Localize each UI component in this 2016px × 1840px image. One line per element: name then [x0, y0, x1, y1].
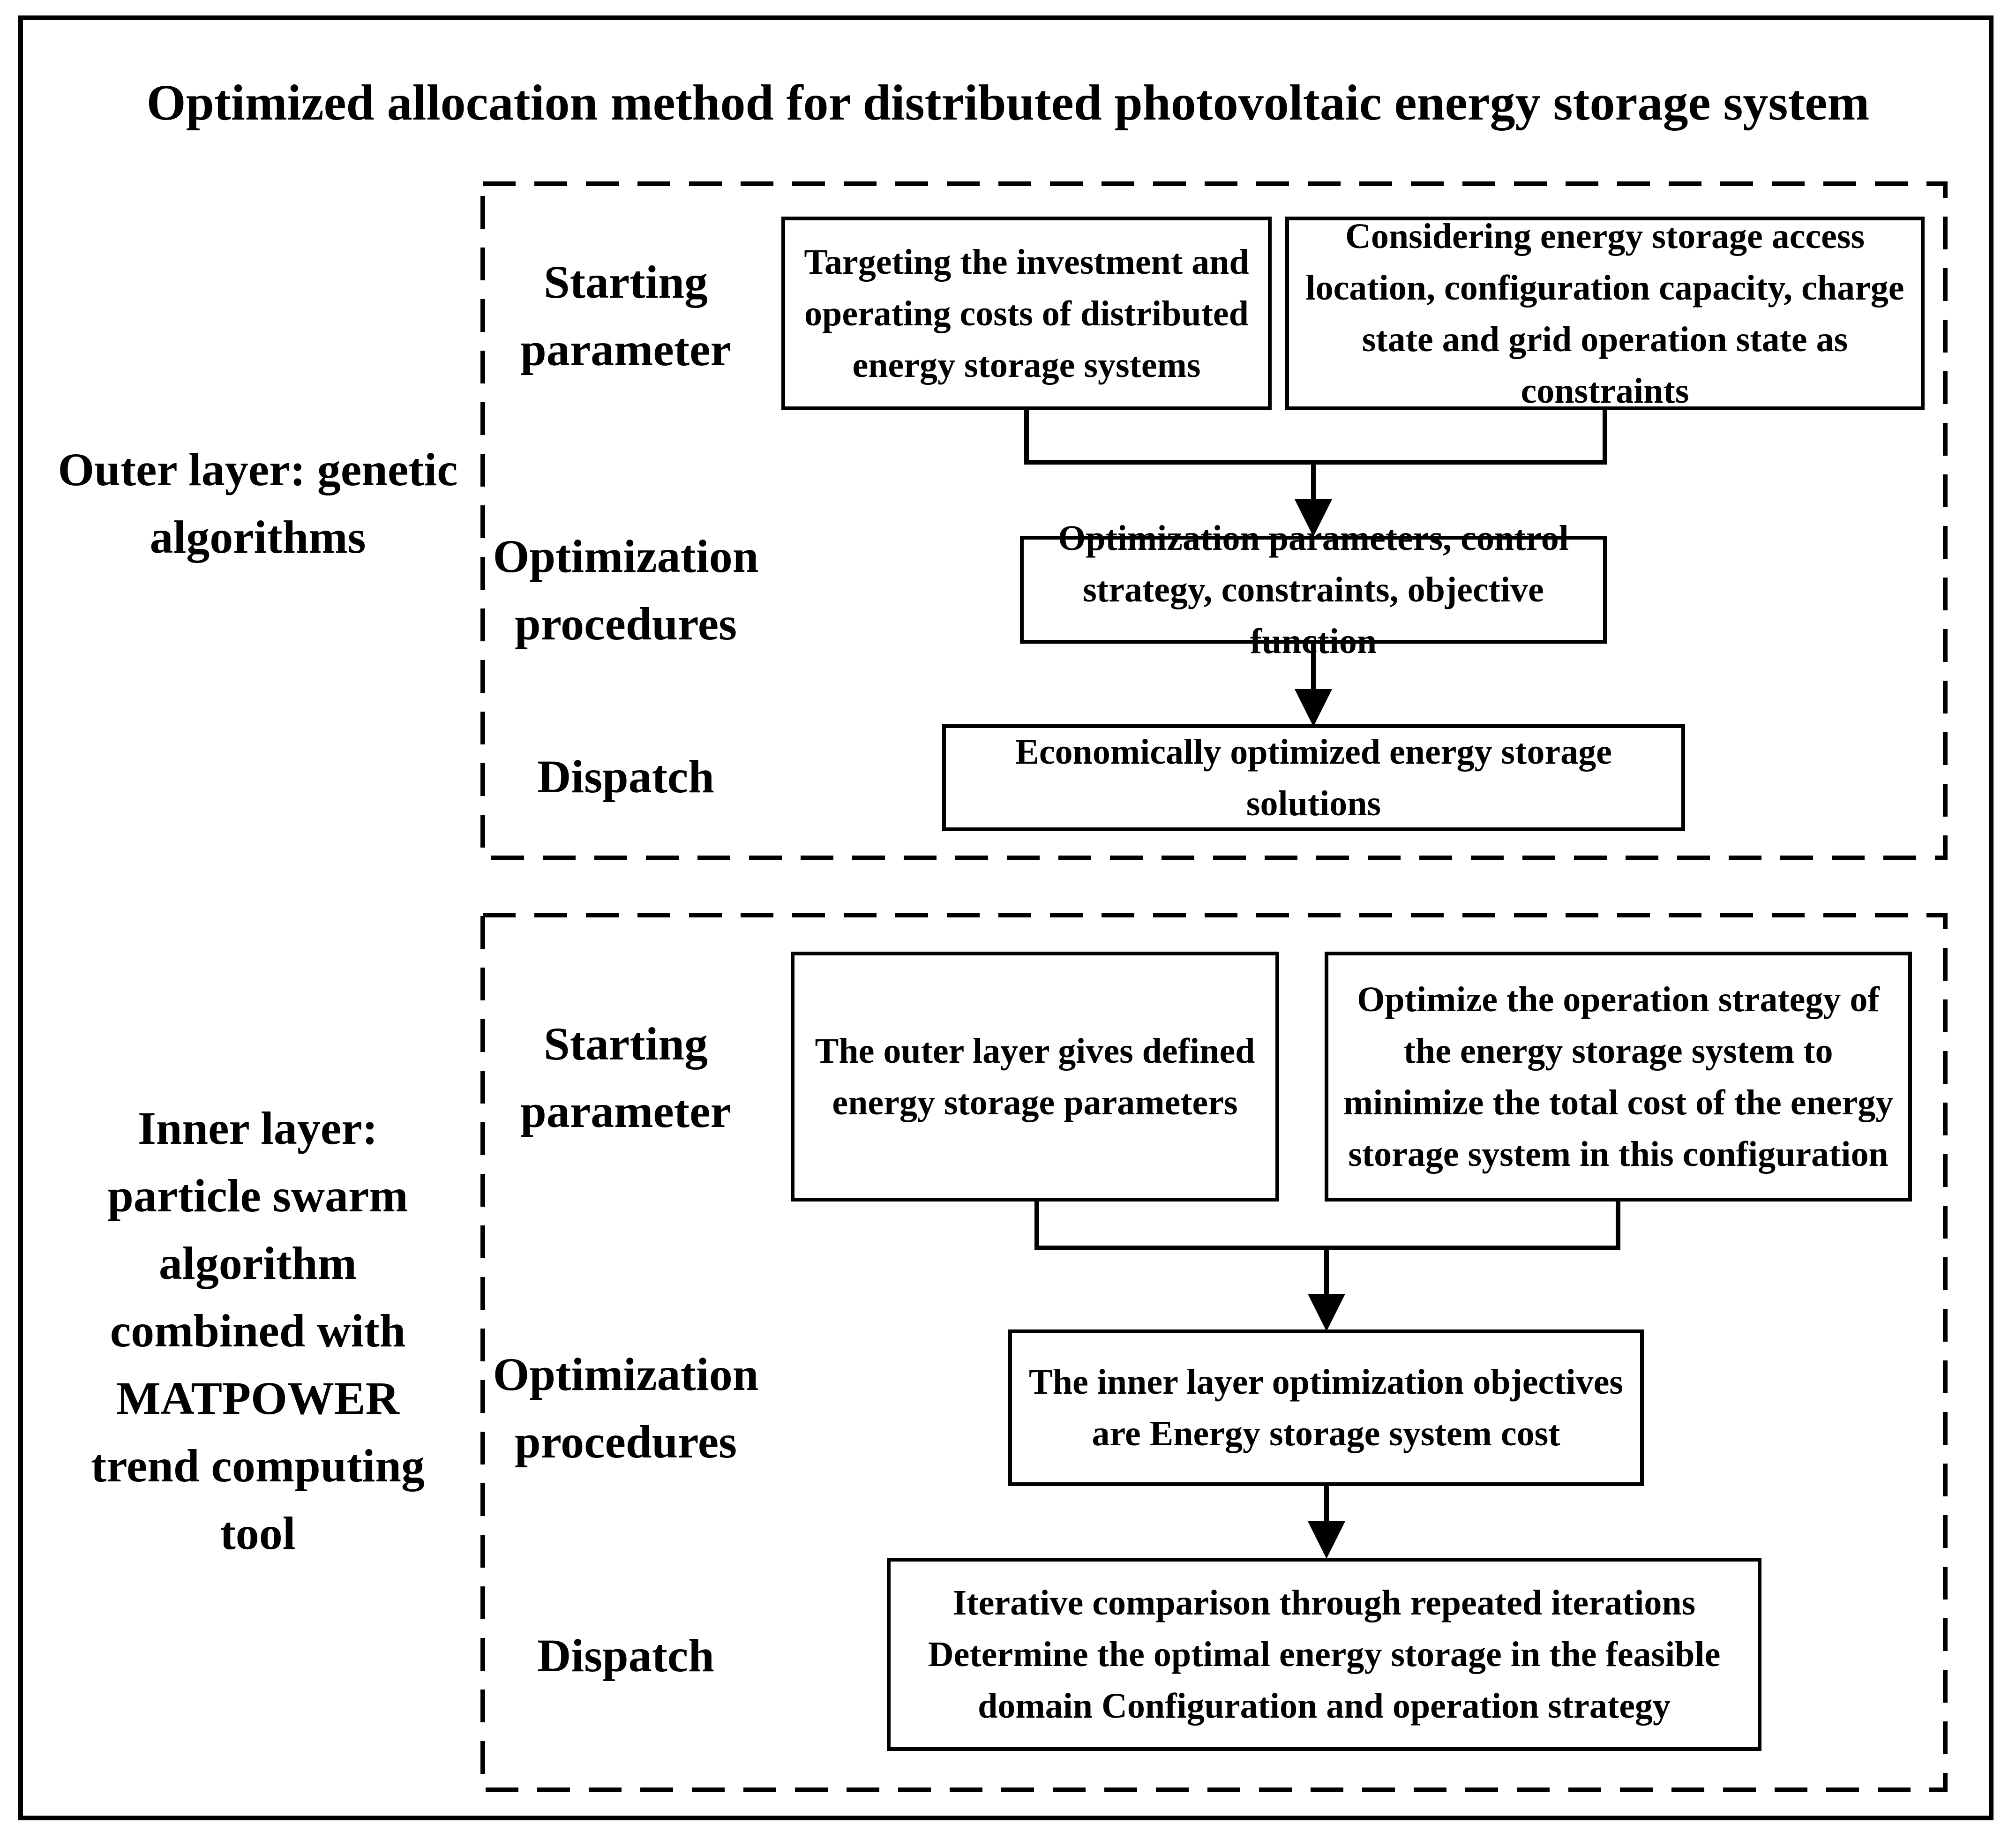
inner-row-dispatch: Dispatch [537, 1630, 714, 1682]
inner-merge-connector [1034, 1200, 1620, 1250]
outer-layer-label: Outer layer: genetic algorithms [58, 443, 458, 563]
inner-dispatch-node: Iterative comparison through repeated it… [887, 1558, 1761, 1751]
inner-objective-node: The inner layer optimization objectives … [1008, 1329, 1644, 1486]
inner-strategy-node: Optimize the operation strategy of the e… [1325, 952, 1912, 1202]
outer-constraints-node: Considering energy storage access locati… [1285, 217, 1925, 411]
inner-row-optimization-procedures: Optimization procedures [493, 1348, 759, 1468]
outer-objective-node: Targeting the investment and operating c… [781, 217, 1272, 410]
inner-given-params-node: The outer layer gives defined energy sto… [791, 952, 1279, 1202]
outer-optimization-node: Optimization parameters, control strateg… [1020, 518, 1607, 661]
outer-row-dispatch: Dispatch [537, 751, 714, 803]
outer-row-optimization-procedures: Optimization procedures [493, 530, 759, 650]
inner-row-starting-parameter: Starting parameter [520, 1018, 731, 1137]
inner-layer-label: Inner layer: particle swarm algorithm co… [90, 1102, 425, 1559]
outer-layer-group-border [480, 181, 1948, 860]
inner-layer-group-border [480, 913, 1948, 1792]
outer-merge-connector [1024, 409, 1607, 465]
outer-frame [18, 15, 1994, 1820]
outer-row-starting-parameter: Starting parameter [520, 256, 731, 376]
outer-dispatch-node: Economically optimized energy storage so… [942, 724, 1685, 831]
diagram-title: Optimized allocation method for distribu… [146, 75, 1870, 131]
